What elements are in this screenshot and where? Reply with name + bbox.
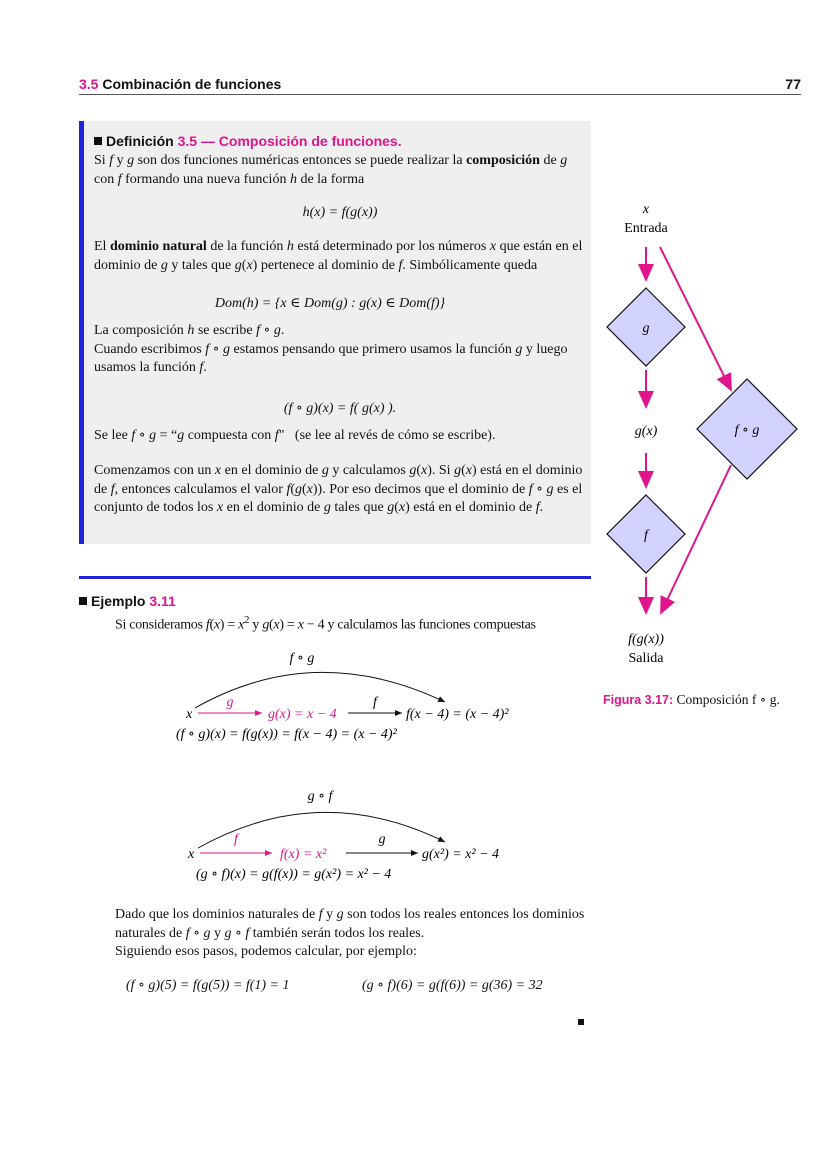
caption-label: Figura 3.17: bbox=[603, 693, 674, 707]
definition-title: Definición 3.5 — Composición de funcione… bbox=[94, 133, 589, 149]
box-g bbox=[606, 287, 686, 367]
example-number: 3.11 bbox=[149, 593, 176, 609]
output-label: Salida bbox=[629, 651, 665, 666]
mid-expression: f(x) = x² bbox=[280, 847, 327, 862]
arc-label: f ∘ g bbox=[290, 651, 315, 666]
arrow-fg-output bbox=[660, 464, 732, 615]
end-of-example-mark bbox=[578, 1019, 584, 1025]
example-intro: Si consideramos f(x) = x2 y g(x) = x − 4… bbox=[115, 614, 536, 633]
example-label: Ejemplo bbox=[91, 593, 146, 609]
output-var: f(g(x)) bbox=[628, 632, 664, 647]
box-fg-label: f ∘ g bbox=[735, 423, 760, 438]
box-f-label: f bbox=[644, 528, 650, 543]
example-title: Ejemplo 3.11 bbox=[79, 593, 176, 609]
input-x: x bbox=[185, 707, 193, 722]
arrow-g-label: g bbox=[379, 832, 386, 847]
section-heading: 3.5 Combinación de funciones bbox=[79, 76, 281, 92]
end-expression: f(x − 4) = (x − 4)² bbox=[406, 707, 509, 722]
example-conclusion: Dado que los dominios naturales de f y g… bbox=[115, 907, 585, 959]
arrow-f-label: f bbox=[234, 832, 240, 847]
bullet-icon bbox=[94, 137, 102, 145]
figure-caption: Figura 3.17: Composición f ∘ g. bbox=[603, 692, 780, 708]
definition-box: Definición 3.5 — Composición de funcione… bbox=[79, 121, 591, 544]
definition-paragraph-5: Comenzamos con un x en el dominio de g y… bbox=[94, 463, 583, 515]
definition-paragraph-1: Si f y g son dos funciones numéricas ent… bbox=[94, 153, 568, 187]
section-title: Combinación de funciones bbox=[102, 76, 282, 92]
box-g-label: g bbox=[643, 321, 650, 336]
input-label: Entrada bbox=[624, 221, 668, 236]
definition-paragraph-3: La composición h se escribe f ∘ g.Cuando… bbox=[94, 323, 568, 375]
definition-label: Definición bbox=[106, 133, 174, 149]
arc-label: g ∘ f bbox=[308, 789, 335, 804]
composition-diagram-gf: g ∘ f f x f(x) = x² g g(x²) = x² − 4 (g … bbox=[187, 789, 499, 882]
input-var: x bbox=[642, 202, 650, 217]
result-expression: (g ∘ f)(x) = g(f(x)) = g(x²) = x² − 4 bbox=[196, 867, 391, 882]
bullet-icon bbox=[79, 597, 87, 605]
formula-dom: Dom(h) = {x ∈ Dom(g) : g(x) ∈ Dom(f)} bbox=[214, 296, 446, 311]
composition-diagram-fg: f ∘ g g x g(x) = x − 4 f f(x − 4) = (x −… bbox=[176, 651, 509, 742]
page-number: 77 bbox=[785, 76, 801, 92]
arrow-f-label: f bbox=[373, 695, 379, 710]
page-header: 3.5 Combinación de funciones 77 bbox=[79, 76, 801, 95]
section-rule bbox=[79, 576, 591, 579]
caption-text: Composición f ∘ g. bbox=[676, 692, 780, 707]
arc-arrow bbox=[194, 671, 446, 709]
box-fg bbox=[696, 378, 798, 480]
definition-paragraph-2: El dominio natural de la función h está … bbox=[94, 239, 583, 273]
definition-paragraph-4: Se lee f ∘ g = “g compuesta con f" (se l… bbox=[94, 428, 496, 443]
mid-label: g(x) bbox=[635, 424, 658, 439]
formula-h: h(x) = f(g(x)) bbox=[302, 205, 378, 220]
calc-gf: (g ∘ f)(6) = g(f(6)) = g(36) = 32 bbox=[362, 978, 543, 993]
calc-fg: (f ∘ g)(5) = f(g(5)) = f(1) = 1 bbox=[126, 978, 290, 993]
definition-number: 3.5 — Composición de funciones. bbox=[177, 133, 402, 149]
formula-comp: (f ∘ g)(x) = f( g(x) ). bbox=[283, 401, 397, 416]
arrow-input-fg bbox=[659, 246, 732, 392]
figure-composition-flow: x Entrada g g(x) f f ∘ g f(g(x)) Salida bbox=[606, 202, 798, 666]
arc-arrow bbox=[197, 811, 446, 849]
end-expression: g(x²) = x² − 4 bbox=[422, 847, 499, 862]
arrow-g-label: g bbox=[227, 695, 234, 710]
section-number: 3.5 bbox=[79, 76, 99, 92]
mid-expression: g(x) = x − 4 bbox=[268, 707, 337, 722]
box-f bbox=[606, 494, 686, 574]
result-expression: (f ∘ g)(x) = f(g(x)) = f(x − 4) = (x − 4… bbox=[176, 727, 398, 742]
input-x: x bbox=[187, 847, 195, 862]
